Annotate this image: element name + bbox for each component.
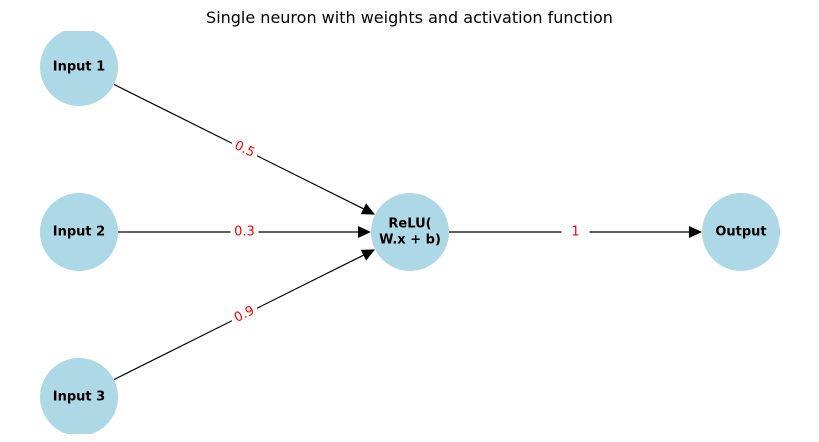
diagram-title: Single neuron with weights and activatio… bbox=[206, 8, 613, 27]
weight-label-background bbox=[227, 135, 262, 164]
weight-label-background bbox=[561, 223, 590, 241]
node-label-neuron: ReLU( bbox=[388, 217, 431, 232]
weight-label-background bbox=[227, 300, 262, 329]
node-label-input1: Input 1 bbox=[53, 60, 105, 75]
arrowhead bbox=[689, 226, 702, 238]
arrowhead bbox=[360, 203, 376, 215]
node-label-output: Output bbox=[715, 225, 766, 240]
weight-label-background bbox=[230, 223, 259, 241]
node-input3 bbox=[40, 358, 118, 434]
arrowhead bbox=[360, 249, 376, 261]
weight-label: 1 bbox=[571, 225, 579, 240]
weight-label-group: 0.3 bbox=[230, 223, 259, 241]
weight-label-group: 1 bbox=[561, 223, 590, 241]
node-neuron bbox=[371, 193, 449, 271]
weight-label: 0.3 bbox=[234, 225, 255, 240]
weight-label-group: 0.5 bbox=[227, 135, 262, 164]
node-input1 bbox=[40, 31, 118, 106]
node-label-input3: Input 3 bbox=[53, 390, 105, 405]
node-label-input2: Input 2 bbox=[53, 225, 105, 240]
node-input2 bbox=[40, 193, 118, 271]
node-label-neuron: W.x + b) bbox=[379, 233, 441, 248]
node-output bbox=[702, 193, 780, 271]
weight-label-group: 0.9 bbox=[227, 300, 262, 329]
arrowhead bbox=[358, 226, 371, 238]
